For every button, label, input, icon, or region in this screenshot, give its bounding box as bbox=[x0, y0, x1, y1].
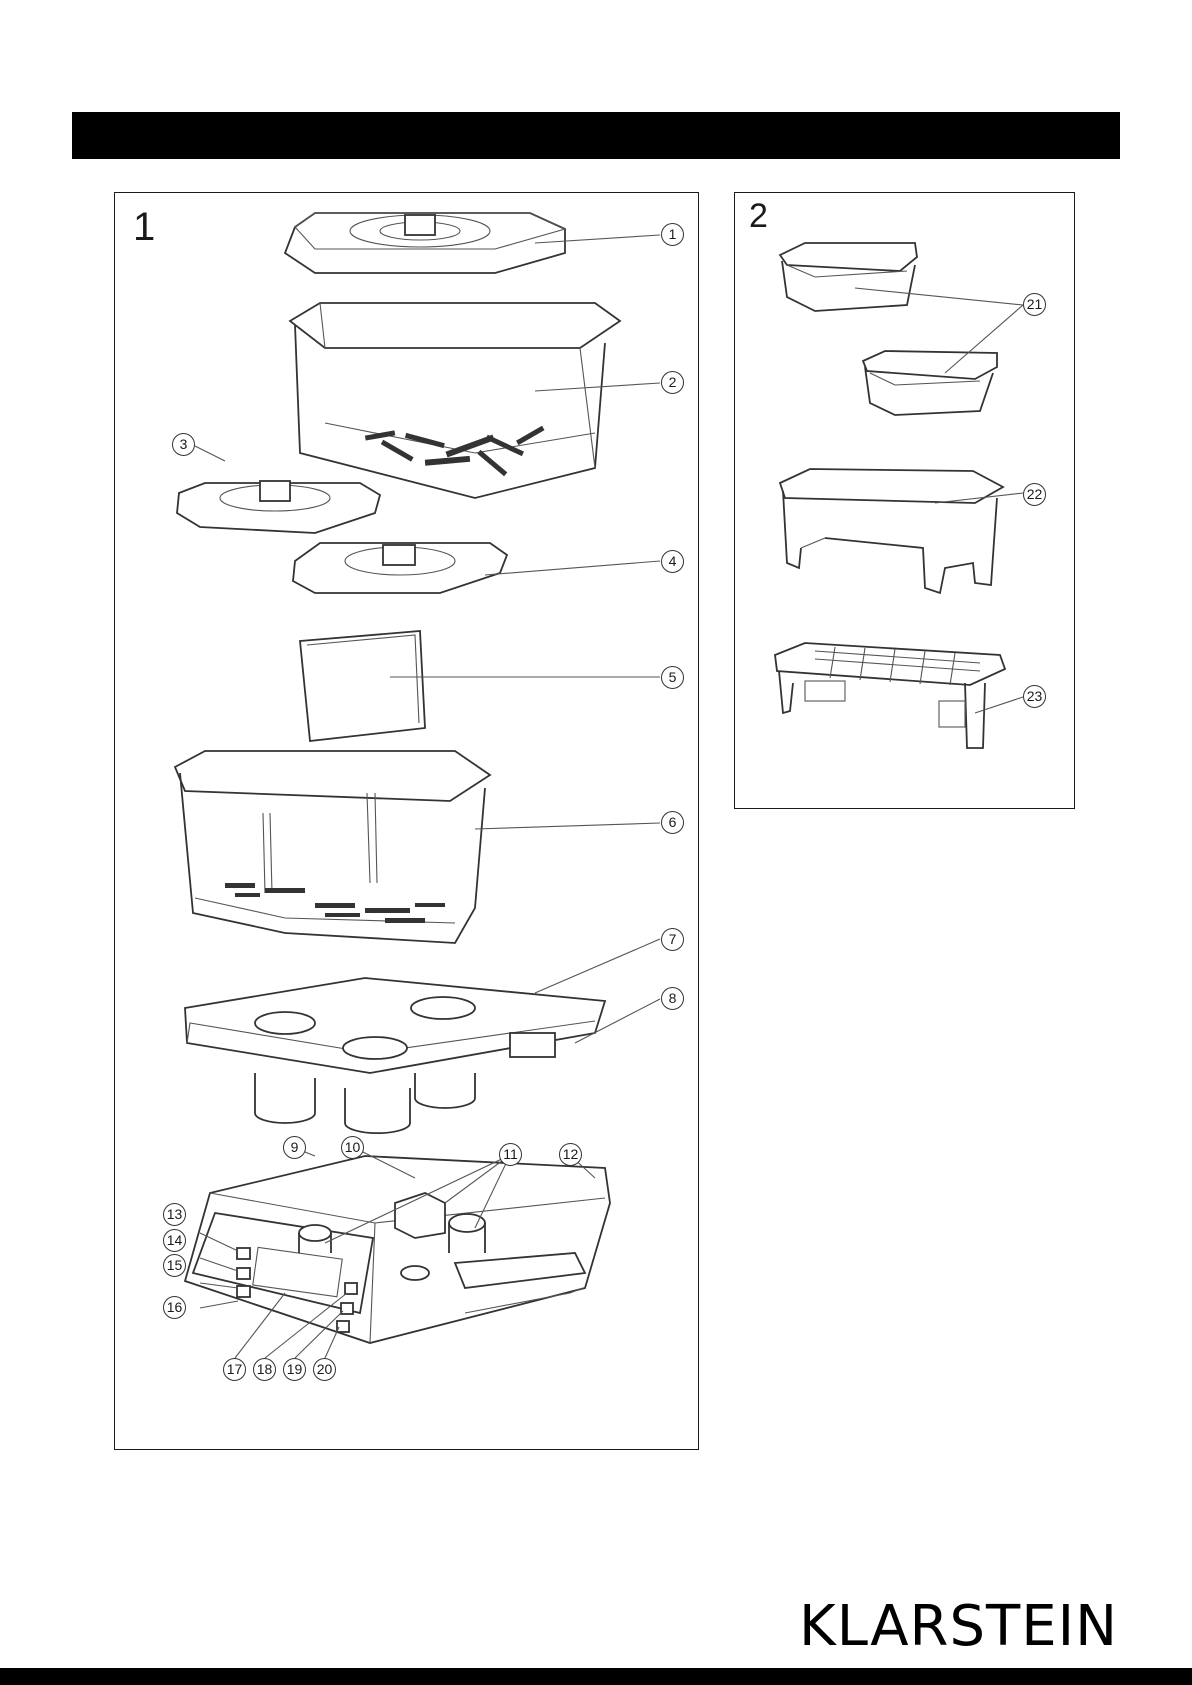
part-water-tray bbox=[185, 978, 605, 1133]
callout-6: 6 bbox=[661, 811, 684, 834]
figure-1-drawing bbox=[115, 193, 700, 1451]
callout-23: 23 bbox=[1023, 685, 1046, 708]
callout-22: 22 bbox=[1023, 483, 1046, 506]
callout-5: 5 bbox=[661, 666, 684, 689]
callout-12: 12 bbox=[559, 1143, 582, 1166]
callout-20: 20 bbox=[313, 1358, 336, 1381]
part-lid bbox=[285, 213, 565, 273]
callout-10: 10 bbox=[341, 1136, 364, 1159]
part-small-lid-b bbox=[293, 543, 507, 593]
footer-bar bbox=[0, 1668, 1192, 1685]
callout-15: 15 bbox=[163, 1254, 186, 1277]
figure-1-panel: 1 bbox=[114, 192, 699, 1450]
callout-16: 16 bbox=[163, 1296, 186, 1319]
callout-8: 8 bbox=[661, 987, 684, 1010]
part-base-unit bbox=[185, 1156, 610, 1343]
callout-21: 21 bbox=[1023, 293, 1046, 316]
header-bar bbox=[72, 112, 1120, 159]
callout-19: 19 bbox=[283, 1358, 306, 1381]
part-divider bbox=[300, 631, 425, 741]
callout-3: 3 bbox=[172, 433, 195, 456]
callout-11: 11 bbox=[499, 1143, 522, 1166]
callout-2: 2 bbox=[661, 371, 684, 394]
callout-7: 7 bbox=[661, 928, 684, 951]
callout-18: 18 bbox=[253, 1358, 276, 1381]
part-small-lid-a bbox=[177, 481, 380, 533]
part-small-tray-small bbox=[863, 351, 997, 415]
brand-logo: KLARSTEIN bbox=[799, 1594, 1118, 1659]
part-large-tray bbox=[780, 469, 1003, 593]
callout-17: 17 bbox=[223, 1358, 246, 1381]
callout-13: 13 bbox=[163, 1203, 186, 1226]
callout-14: 14 bbox=[163, 1229, 186, 1252]
callout-1: 1 bbox=[661, 223, 684, 246]
part-rack bbox=[775, 643, 1005, 748]
callout-4: 4 bbox=[661, 550, 684, 573]
figure-2-panel: 2 21 22 23 bbox=[734, 192, 1075, 809]
part-top-basket bbox=[290, 303, 620, 498]
part-small-tray-large bbox=[780, 243, 917, 311]
part-bottom-basket bbox=[175, 751, 490, 943]
callout-9: 9 bbox=[283, 1136, 306, 1159]
